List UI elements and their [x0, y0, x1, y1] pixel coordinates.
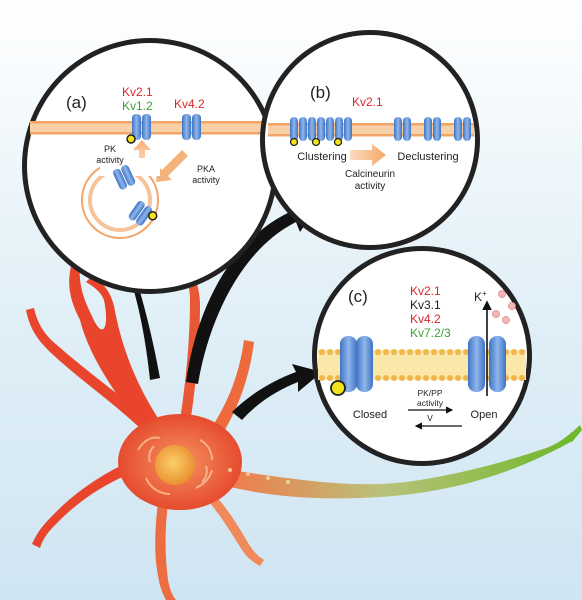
- panel-a-kv1-2: Kv1.2: [122, 99, 153, 113]
- pka-activity-label-1: PKA: [197, 164, 215, 174]
- panel-a-kv4-2: Kv4.2: [174, 97, 205, 111]
- dendrite-far-left: [26, 308, 150, 428]
- panel-c: (c) Kv2.1 Kv3.1 Kv4.2 Kv7.2/3 K+ PK/PP a…: [312, 246, 532, 466]
- phosphate-dot: [330, 380, 346, 396]
- calcineurin-label-1: Calcineurin: [345, 169, 395, 180]
- axon-tip: [568, 425, 582, 442]
- panel-c-kv7-2-3: Kv7.2/3: [410, 326, 451, 340]
- open-label: Open: [471, 409, 498, 421]
- closed-label: Closed: [353, 409, 387, 421]
- panel-b-declustered-channels: [394, 117, 471, 141]
- clustering-label: Clustering: [297, 151, 347, 163]
- nucleus: [155, 445, 195, 485]
- panel-a: (a) Kv2.1 Kv1.2 Kv4.2 PK activity PKA ac…: [22, 38, 278, 294]
- pkpp-label-2: activity: [417, 398, 444, 408]
- phosphate-dot: [147, 211, 158, 221]
- panel-a-kv2-1: Kv2.1: [122, 85, 153, 99]
- closed-channel: [330, 336, 373, 396]
- calcineurin-label-2: activity: [355, 181, 386, 192]
- dendrite-top: [180, 268, 200, 424]
- pk-activity-label-2: activity: [96, 155, 124, 165]
- panel-a-channel-kv4: [182, 114, 201, 140]
- arrow-to-panel-c: [232, 364, 322, 420]
- panel-b-kv2-1: Kv2.1: [352, 95, 383, 109]
- panel-c-label: (c): [348, 287, 368, 306]
- calcineurin-arrow: [350, 144, 386, 166]
- open-channel: [468, 300, 506, 396]
- neuron: [26, 262, 582, 600]
- dendrite-lower-left: [32, 458, 140, 548]
- axon: [226, 432, 574, 499]
- panel-b-label: (b): [310, 83, 331, 102]
- pk-activity-label-1: PK: [104, 144, 116, 154]
- pk-activity-arrow: [133, 140, 151, 170]
- dendrite-right-upper: [210, 340, 254, 438]
- pka-activity-label-2: activity: [192, 175, 220, 185]
- voltage-label: V: [427, 413, 433, 423]
- panel-a-internal-channel-1: [113, 165, 136, 190]
- phosphate-dot: [126, 134, 136, 144]
- organelles: [137, 436, 213, 495]
- panel-c-kv3-1: Kv3.1: [410, 298, 441, 312]
- declustering-label: Declustering: [397, 151, 458, 163]
- dendrite-bottom-right: [204, 490, 264, 566]
- panel-c-kv4-2: Kv4.2: [410, 312, 441, 326]
- dendrite-bottom: [155, 488, 176, 600]
- pka-activity-arrow: [156, 150, 188, 182]
- pkpp-label-1: PK/PP: [417, 388, 442, 398]
- arrow-to-panel-a: [114, 248, 160, 380]
- potassium-ions: [492, 290, 516, 324]
- panel-c-kv2-1: Kv2.1: [410, 284, 441, 298]
- panel-a-internal-channel-2: [128, 200, 158, 226]
- potassium-label: K+: [474, 289, 487, 304]
- panel-b: (b) Kv2.1 Clustering Declustering Calcin…: [260, 30, 480, 250]
- panel-b-clustered-channels: [289, 117, 352, 147]
- panel-a-channel-kv2: [126, 114, 151, 144]
- panel-a-label: (a): [66, 93, 87, 112]
- dendrite-upper-left: [69, 262, 166, 440]
